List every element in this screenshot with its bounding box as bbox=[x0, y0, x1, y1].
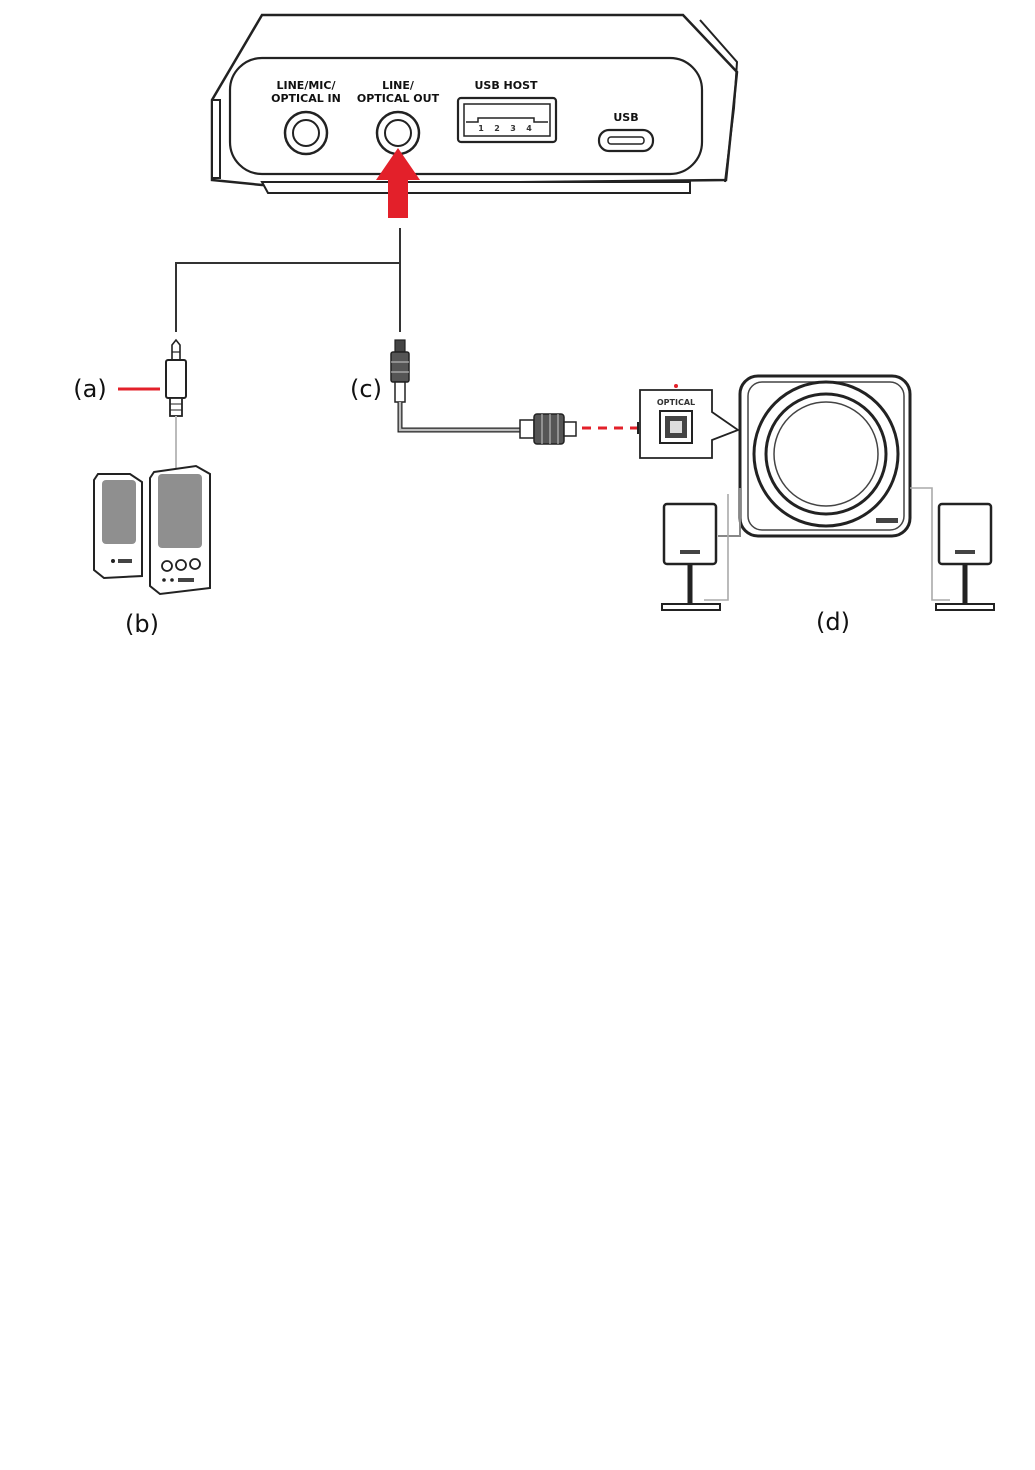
callout-d: (d) bbox=[816, 608, 850, 636]
line-optical-out-jack bbox=[377, 112, 419, 154]
subwoofer bbox=[740, 376, 910, 536]
port-label-line-mic-in: LINE/MIC/ bbox=[277, 79, 337, 92]
connection-lines bbox=[176, 228, 400, 332]
usb-pin-4: 4 bbox=[526, 124, 532, 133]
audio-device: LINE/MIC/ OPTICAL IN LINE/ OPTICAL OUT U… bbox=[212, 15, 737, 193]
optical-input-callout: OPTICAL bbox=[638, 384, 738, 458]
usb-host-port: 1 2 3 4 bbox=[458, 98, 556, 142]
optical-input-label: OPTICAL bbox=[657, 398, 695, 407]
optical-cable bbox=[391, 340, 640, 444]
callout-c: (c) bbox=[350, 375, 382, 403]
satellite-speaker-right bbox=[910, 488, 994, 610]
port-label-usb-host: USB HOST bbox=[474, 79, 538, 92]
analog-plug bbox=[118, 340, 186, 468]
desktop-speakers bbox=[94, 466, 210, 594]
line-mic-in-jack bbox=[285, 112, 327, 154]
port-label-line-optical-out-2: OPTICAL OUT bbox=[357, 92, 440, 105]
port-label-usb: USB bbox=[613, 111, 638, 124]
callout-a: (a) bbox=[73, 375, 106, 403]
usb-pin-1: 1 bbox=[478, 124, 484, 133]
satellite-speaker-left bbox=[662, 488, 740, 610]
usb-pin-2: 2 bbox=[494, 124, 500, 133]
usb-pin-3: 3 bbox=[510, 124, 516, 133]
port-label-line-mic-in-2: OPTICAL IN bbox=[271, 92, 341, 105]
micro-usb-port bbox=[599, 130, 653, 151]
callout-b: (b) bbox=[125, 610, 159, 638]
port-label-line-optical-out: LINE/ bbox=[382, 79, 415, 92]
